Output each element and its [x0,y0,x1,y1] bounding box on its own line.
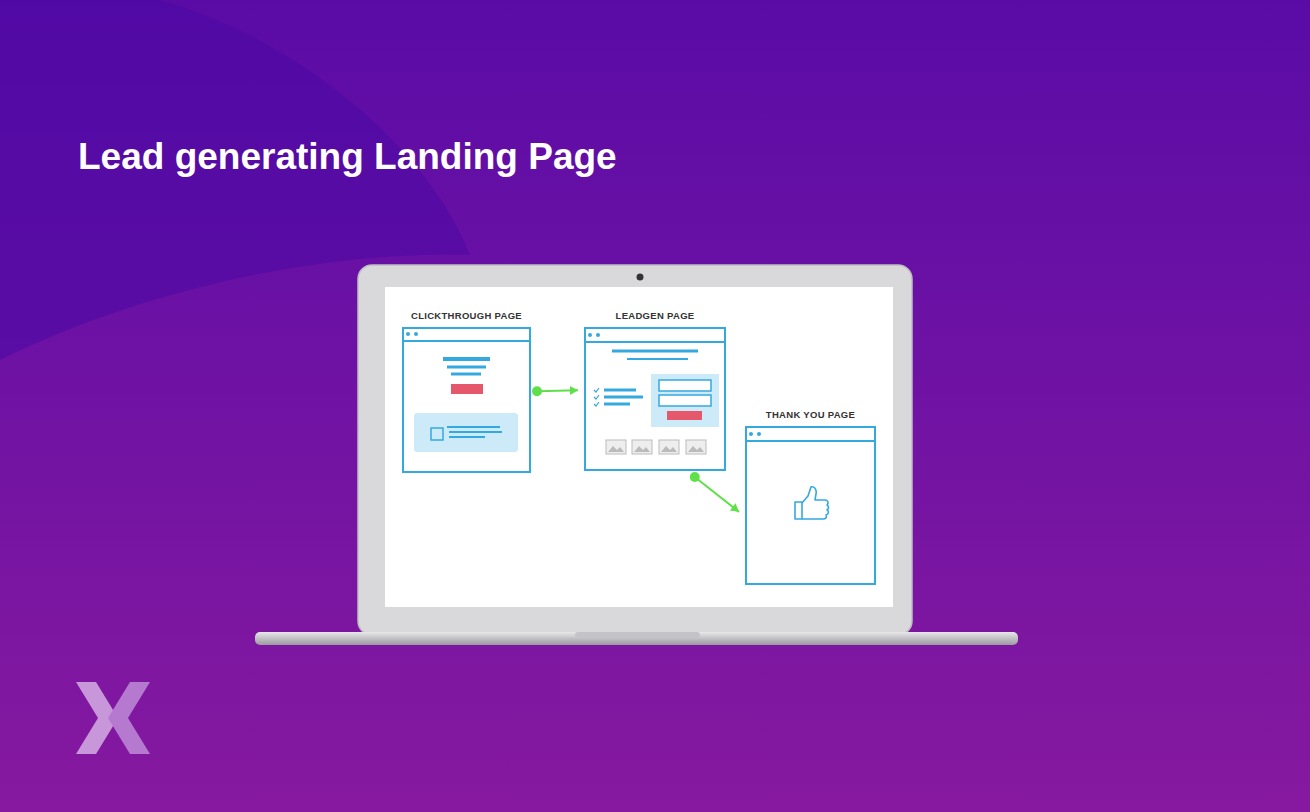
leadgen-wireframe [584,333,726,454]
page-heading: THANK YOU PAGE [745,409,876,421]
screen [385,287,893,607]
laptop-base [255,632,1018,645]
page-node: LEADGEN PAGE [584,310,726,471]
page-frame [402,327,531,473]
laptop-lid [358,265,912,635]
page-node: THANK YOU PAGE [745,409,876,585]
camera [637,274,644,281]
page-title: Lead generating Landing Page [78,136,617,178]
page-frame [745,426,876,585]
thumbs-up-icon [795,487,829,519]
clickthrough-wireframe [402,332,531,452]
flow-arrow [690,472,739,512]
base-notch [575,632,700,638]
thankyou-wireframe [745,432,876,519]
logo [76,682,150,754]
page-frame [584,327,726,471]
flow-arrow [532,386,578,396]
page-heading: LEADGEN PAGE [584,310,726,322]
page-heading: CLICKTHROUGH PAGE [402,310,531,322]
page-node: CLICKTHROUGH PAGE [402,310,531,473]
